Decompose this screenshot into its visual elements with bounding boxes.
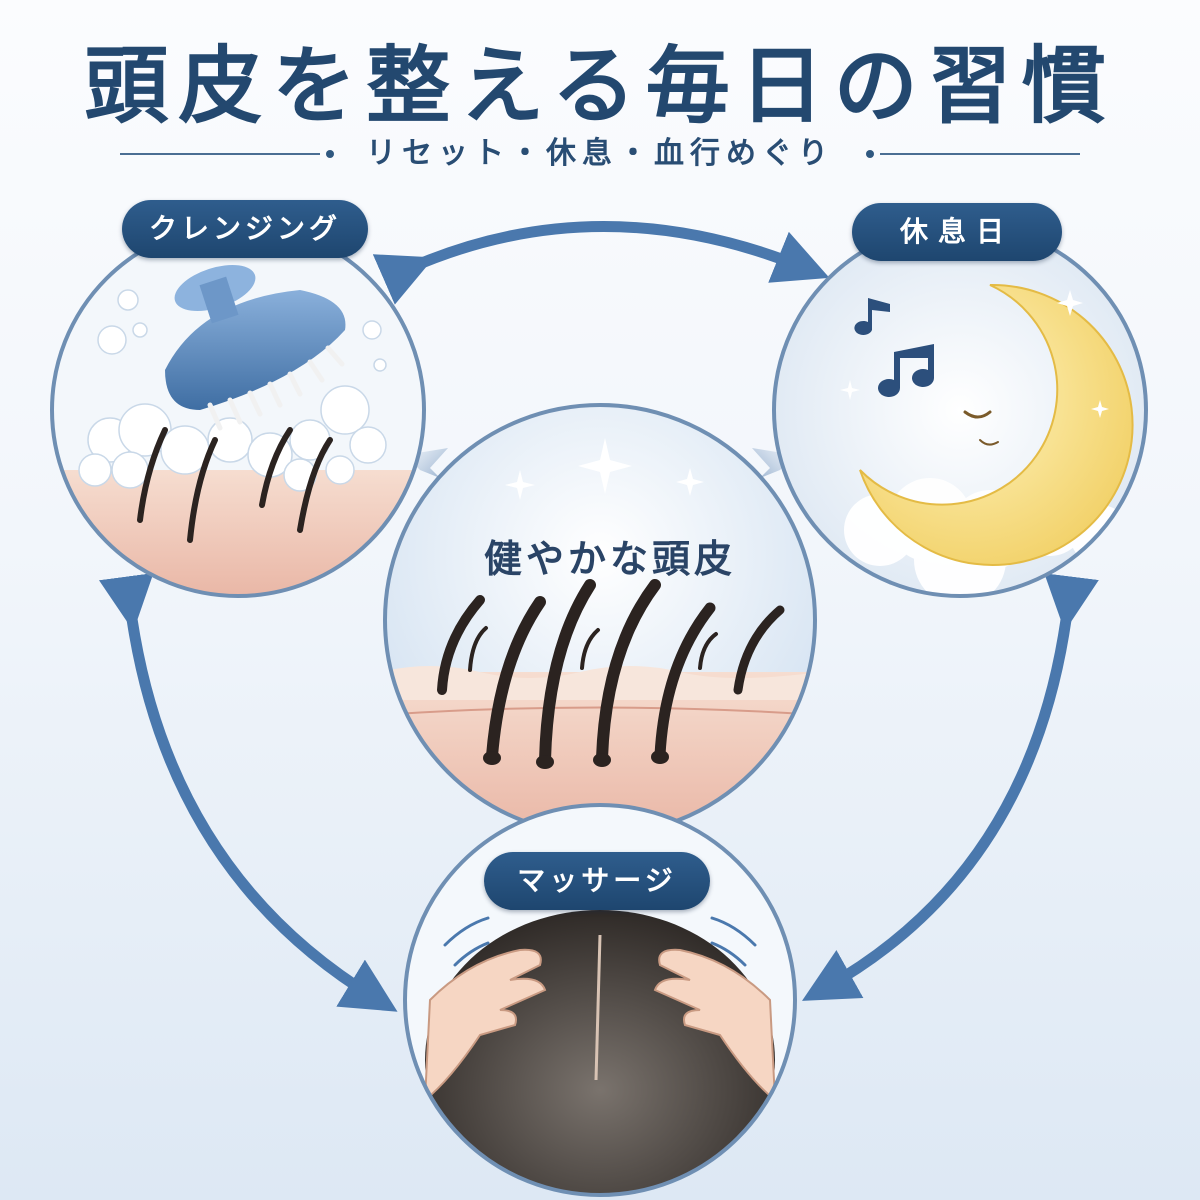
divider-line-right [880,153,1080,155]
cleansing-label: クレンジング [122,200,368,258]
healthy-scalp-label: 健やかな頭皮 [483,536,736,581]
page-title: 頭皮を整える毎日の習慣 [84,36,1116,135]
divider-dot-right [866,150,874,158]
subtitle: リセット・休息・血行めぐり [366,136,834,171]
arrow-cleansing-rest [372,221,830,305]
scalp-brush-icon [165,264,346,431]
arrow-cleansing-massage [98,573,398,1012]
rest-day-label: 休息日 [852,203,1062,261]
subtitle-row: リセット・休息・血行めぐり [120,132,1080,176]
crescent-moon-icon [859,283,1134,566]
arrow-rest-massage [801,573,1099,1001]
cleansing-illustration [50,222,426,598]
music-note-icon [854,298,934,398]
hands-on-head-icon [423,948,777,1103]
divider-line-left [120,153,320,155]
healthy-scalp-illustration [383,403,817,837]
massage-label: マッサージ [484,852,710,910]
divider-dot-left [326,150,334,158]
rest-day-illustration [772,222,1148,598]
